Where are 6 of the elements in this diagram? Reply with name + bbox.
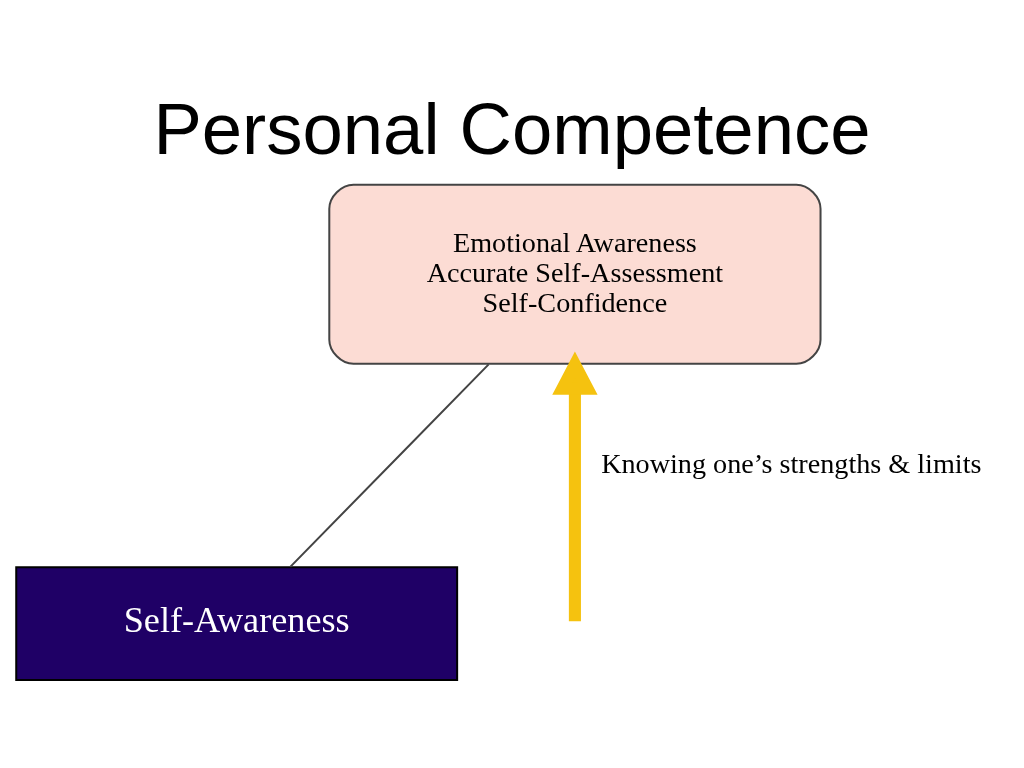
- node-box: Self-Awareness: [15, 566, 459, 681]
- edge-label: Knowing one’s strengths & limits: [601, 447, 982, 479]
- diagram-title: Personal Competence: [153, 88, 871, 170]
- arrow: [552, 351, 598, 622]
- connector: [289, 363, 490, 568]
- node-box: Emotional Awareness Accurate Self-Assessment Self-Confidence: [328, 183, 822, 365]
